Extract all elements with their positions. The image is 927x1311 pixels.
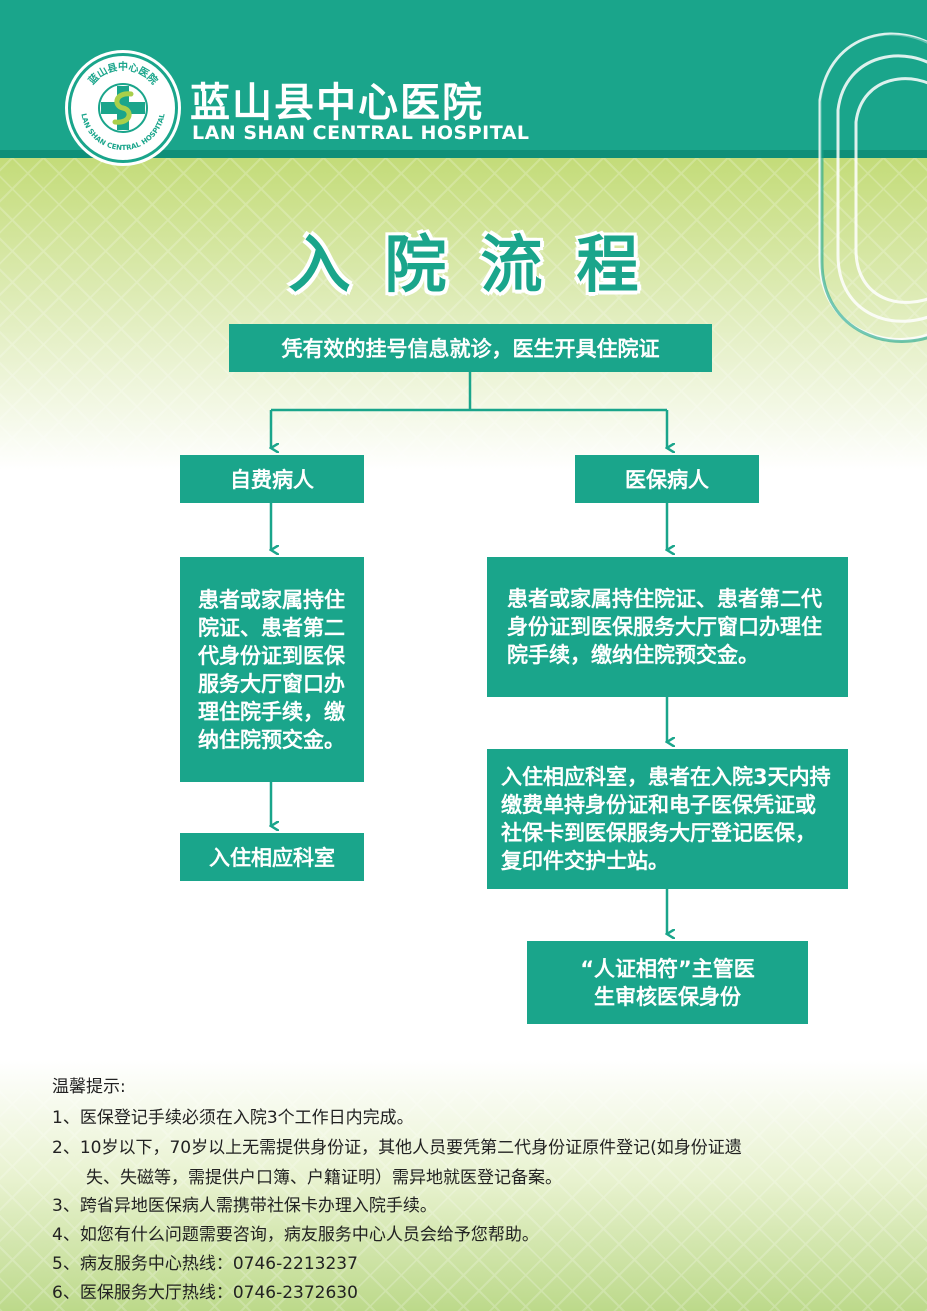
logo-ring-text-svg: 蓝山县中心医院 LAN SHAN CENTRAL HOSPITAL xyxy=(79,60,166,152)
decorative-outline-shape xyxy=(818,32,927,343)
self-pay-label: 自费病人 xyxy=(230,468,314,492)
insured-step1-text: 患者或家属持住院证、患者第二代身份证到医保服务大厅窗口办理住院手续，缴纳住院预交… xyxy=(507,587,822,667)
self-pay-step1-text: 患者或家属持住院证、患者第二代身份证到医保服务大厅窗口办理住院手续，缴纳住院预交… xyxy=(198,587,345,752)
hospital-logo: 蓝山县中心医院 LAN SHAN CENTRAL HOSPITAL xyxy=(68,53,178,163)
tips-heading: 温馨提示: xyxy=(52,1077,126,1097)
tip-item: 4、如您有什么问题需要咨询，病友服务中心人员会给予您帮助。 xyxy=(52,1225,539,1245)
tip-item: 3、跨省异地医保病人需携带社保卡办理入院手续。 xyxy=(52,1196,437,1216)
tip-hotline-insurance-hall: 6、医保服务大厅热线：0746-2372630 xyxy=(52,1283,358,1303)
self-pay-step1-box: 患者或家属持住院证、患者第二代身份证到医保服务大厅窗口办理住院手续，缴纳住院预交… xyxy=(180,557,364,782)
self-pay-step2-text: 入住相应科室 xyxy=(209,846,335,870)
insured-label: 医保病人 xyxy=(625,468,709,492)
page-title: 入院流程 xyxy=(288,228,673,301)
tip-item-continued: 失、失磁等，需提供户口簿、户籍证明）需异地就医登记备案。 xyxy=(86,1168,562,1188)
insured-step3-box: “人证相符”主管医生审核医保身份 xyxy=(527,941,808,1024)
start-box-text: 凭有效的挂号信息就诊，医生开具住院证 xyxy=(281,337,660,361)
self-pay-step2-box: 入住相应科室 xyxy=(180,833,364,881)
start-box: 凭有效的挂号信息就诊，医生开具住院证 xyxy=(229,324,712,372)
tip-item: 2、10岁以下，70岁以上无需提供身份证，其他人员要凭第二代身份证原件登记(如身… xyxy=(52,1138,742,1158)
hospital-name-en: LAN SHAN CENTRAL HOSPITAL xyxy=(192,122,530,144)
tip-hotline-patient-service: 5、病友服务中心热线：0746-2213237 xyxy=(52,1254,358,1274)
insured-step2-box: 入住相应科室，患者在入院3天内持缴费单持身份证和电子医保凭证或社保卡到医保服务大… xyxy=(487,749,848,889)
insured-step3-text: “人证相符”主管医生审核医保身份 xyxy=(580,956,755,1009)
insured-step2-text: 入住相应科室，患者在入院3天内持缴费单持身份证和电子医保凭证或社保卡到医保服务大… xyxy=(501,765,831,873)
insured-step1-box: 患者或家属持住院证、患者第二代身份证到医保服务大厅窗口办理住院手续，缴纳住院预交… xyxy=(487,557,848,697)
self-pay-box: 自费病人 xyxy=(180,455,364,503)
tip-item: 1、医保登记手续必须在入院3个工作日内完成。 xyxy=(52,1108,414,1128)
header-band xyxy=(0,150,927,158)
hospital-name-cn: 蓝山县中心医院 xyxy=(190,80,484,126)
insured-box: 医保病人 xyxy=(575,455,759,503)
